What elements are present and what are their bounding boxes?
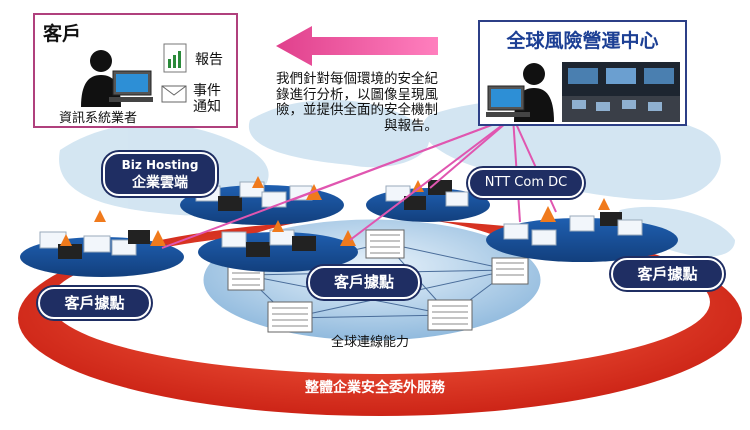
service-description: 我們針對每個環境的安全紀錄進行分析，以圖像呈現風險，並提供全面的安全機制與報告。	[276, 71, 438, 134]
global-connectivity-caption: 全球連線能力	[330, 335, 409, 350]
ntt-dc-badge: NTT Com DC	[468, 168, 584, 198]
report-arrow	[276, 26, 438, 66]
client-user-label: 資訊系統業者	[59, 111, 138, 126]
customer-site-badge-center: 客戶據點	[308, 266, 420, 299]
client-panel: 客戶 資訊系統業者 報告 事件通知	[33, 13, 238, 128]
outsourcing-caption: 整體企業安全委外服務	[305, 380, 445, 396]
server-cluster-center	[198, 229, 358, 272]
office-building-icon	[365, 229, 405, 259]
biz-hosting-badge: Biz Hosting 企業雲端	[103, 152, 217, 196]
incident-notify-label: 事件通知	[193, 83, 221, 115]
report-document-icon	[163, 43, 187, 73]
server-cluster-left	[20, 230, 184, 277]
analyst-person-icon	[486, 63, 554, 122]
mail-envelope-icon	[161, 85, 187, 103]
operations-room-photo	[562, 62, 680, 122]
server-cluster-ntt-dc	[366, 180, 490, 222]
global-risk-center-panel: 全球風險營運中心	[478, 20, 687, 126]
customer-site-badge-right: 客戶據點	[611, 258, 724, 290]
customer-site-badge-left: 客戶據點	[38, 287, 151, 319]
office-building-icon	[427, 299, 473, 331]
office-building-icon	[267, 301, 313, 333]
client-title: 客戶	[43, 23, 82, 45]
enterprise-cloud-label: 企業雲端	[132, 175, 188, 191]
firewall-icon	[60, 176, 610, 246]
biz-hosting-label: Biz Hosting	[121, 158, 199, 172]
center-title: 全球風險營運中心	[506, 30, 659, 52]
office-building-icon	[491, 257, 529, 285]
operator-person-icon	[81, 50, 153, 107]
report-label: 報告	[195, 52, 223, 68]
server-cluster-right	[486, 212, 678, 262]
